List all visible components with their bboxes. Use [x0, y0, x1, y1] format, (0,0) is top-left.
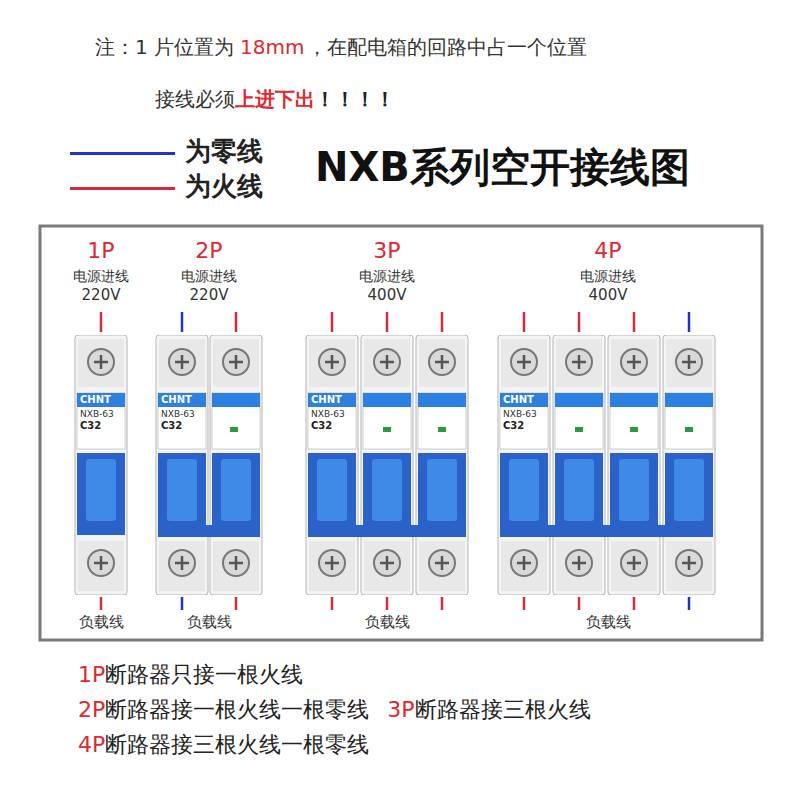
voltage-label: 400V — [589, 287, 628, 304]
note-text: 4P — [78, 732, 105, 757]
voltage-label: 400V — [368, 287, 407, 304]
voltage-label: 220V — [190, 287, 229, 304]
legend-line — [70, 187, 175, 190]
load-label: 负载线 — [586, 614, 631, 631]
note-text: 3P — [387, 697, 414, 722]
note-text: 接线必须 — [155, 88, 235, 111]
model-label: NXB-63 — [161, 409, 195, 419]
pole-count: 2P — [195, 238, 222, 263]
diagram-title: NXB系列空开接线图 — [315, 144, 690, 190]
load-label: 负载线 — [79, 614, 124, 631]
text-row: 1P断路器只接一根火线 — [78, 662, 303, 687]
note-text: 2P — [78, 697, 105, 722]
brand-mark: CHNT — [503, 394, 534, 406]
brand-mark: CHNT — [161, 394, 192, 406]
model-label: NXB-63 — [80, 409, 114, 419]
note-text: 断路器接三根火线 — [415, 697, 591, 722]
input-label: 电源进线 — [181, 268, 237, 284]
model-label: NXB-63 — [503, 409, 537, 419]
rating-label: C32 — [161, 420, 182, 432]
brand-mark: CHNT — [311, 394, 342, 406]
note-text: 断路器接三根火线一根零线 — [105, 732, 369, 757]
note-text: 18mm — [240, 36, 304, 59]
legend-text: 为火线 — [185, 172, 263, 202]
rating-label: C32 — [311, 420, 332, 432]
legend-line — [70, 152, 175, 155]
note-text: 断路器只接一根火线 — [105, 662, 303, 687]
load-label: 负载线 — [365, 614, 410, 631]
note-text: 1P — [78, 662, 105, 687]
pole-count: 4P — [594, 238, 621, 263]
note-text: 断路器接一根火线一根零线 — [105, 697, 369, 722]
text-row: 接线必须上进下出！！！！ — [155, 88, 395, 111]
voltage-label: 220V — [82, 287, 121, 304]
note-text: ，在配电箱的回路中占一个位置 — [307, 36, 587, 59]
input-label: 电源进线 — [359, 268, 415, 284]
note-text: 注：1 片位置为 — [95, 36, 234, 59]
text-row: 注：1 片位置为 18mm，在配电箱的回路中占一个位置 — [95, 36, 587, 59]
input-label: 电源进线 — [580, 268, 636, 284]
rating-label: C32 — [503, 420, 524, 432]
rating-label: C32 — [80, 420, 101, 432]
pole-count: 3P — [373, 238, 400, 263]
model-label: NXB-63 — [311, 409, 345, 419]
pole-count: 1P — [87, 238, 114, 263]
note-text: ！！！！ — [315, 88, 395, 111]
legend-text: 为零线 — [185, 137, 263, 167]
note-text: 上进下出 — [235, 88, 315, 111]
text-row: 2P断路器接一根火线一根零线 3P断路器接三根火线 — [78, 697, 591, 722]
text-row: 4P断路器接三根火线一根零线 — [78, 732, 369, 757]
brand-mark: CHNT — [80, 394, 111, 406]
load-label: 负载线 — [187, 614, 232, 631]
input-label: 电源进线 — [73, 268, 129, 284]
